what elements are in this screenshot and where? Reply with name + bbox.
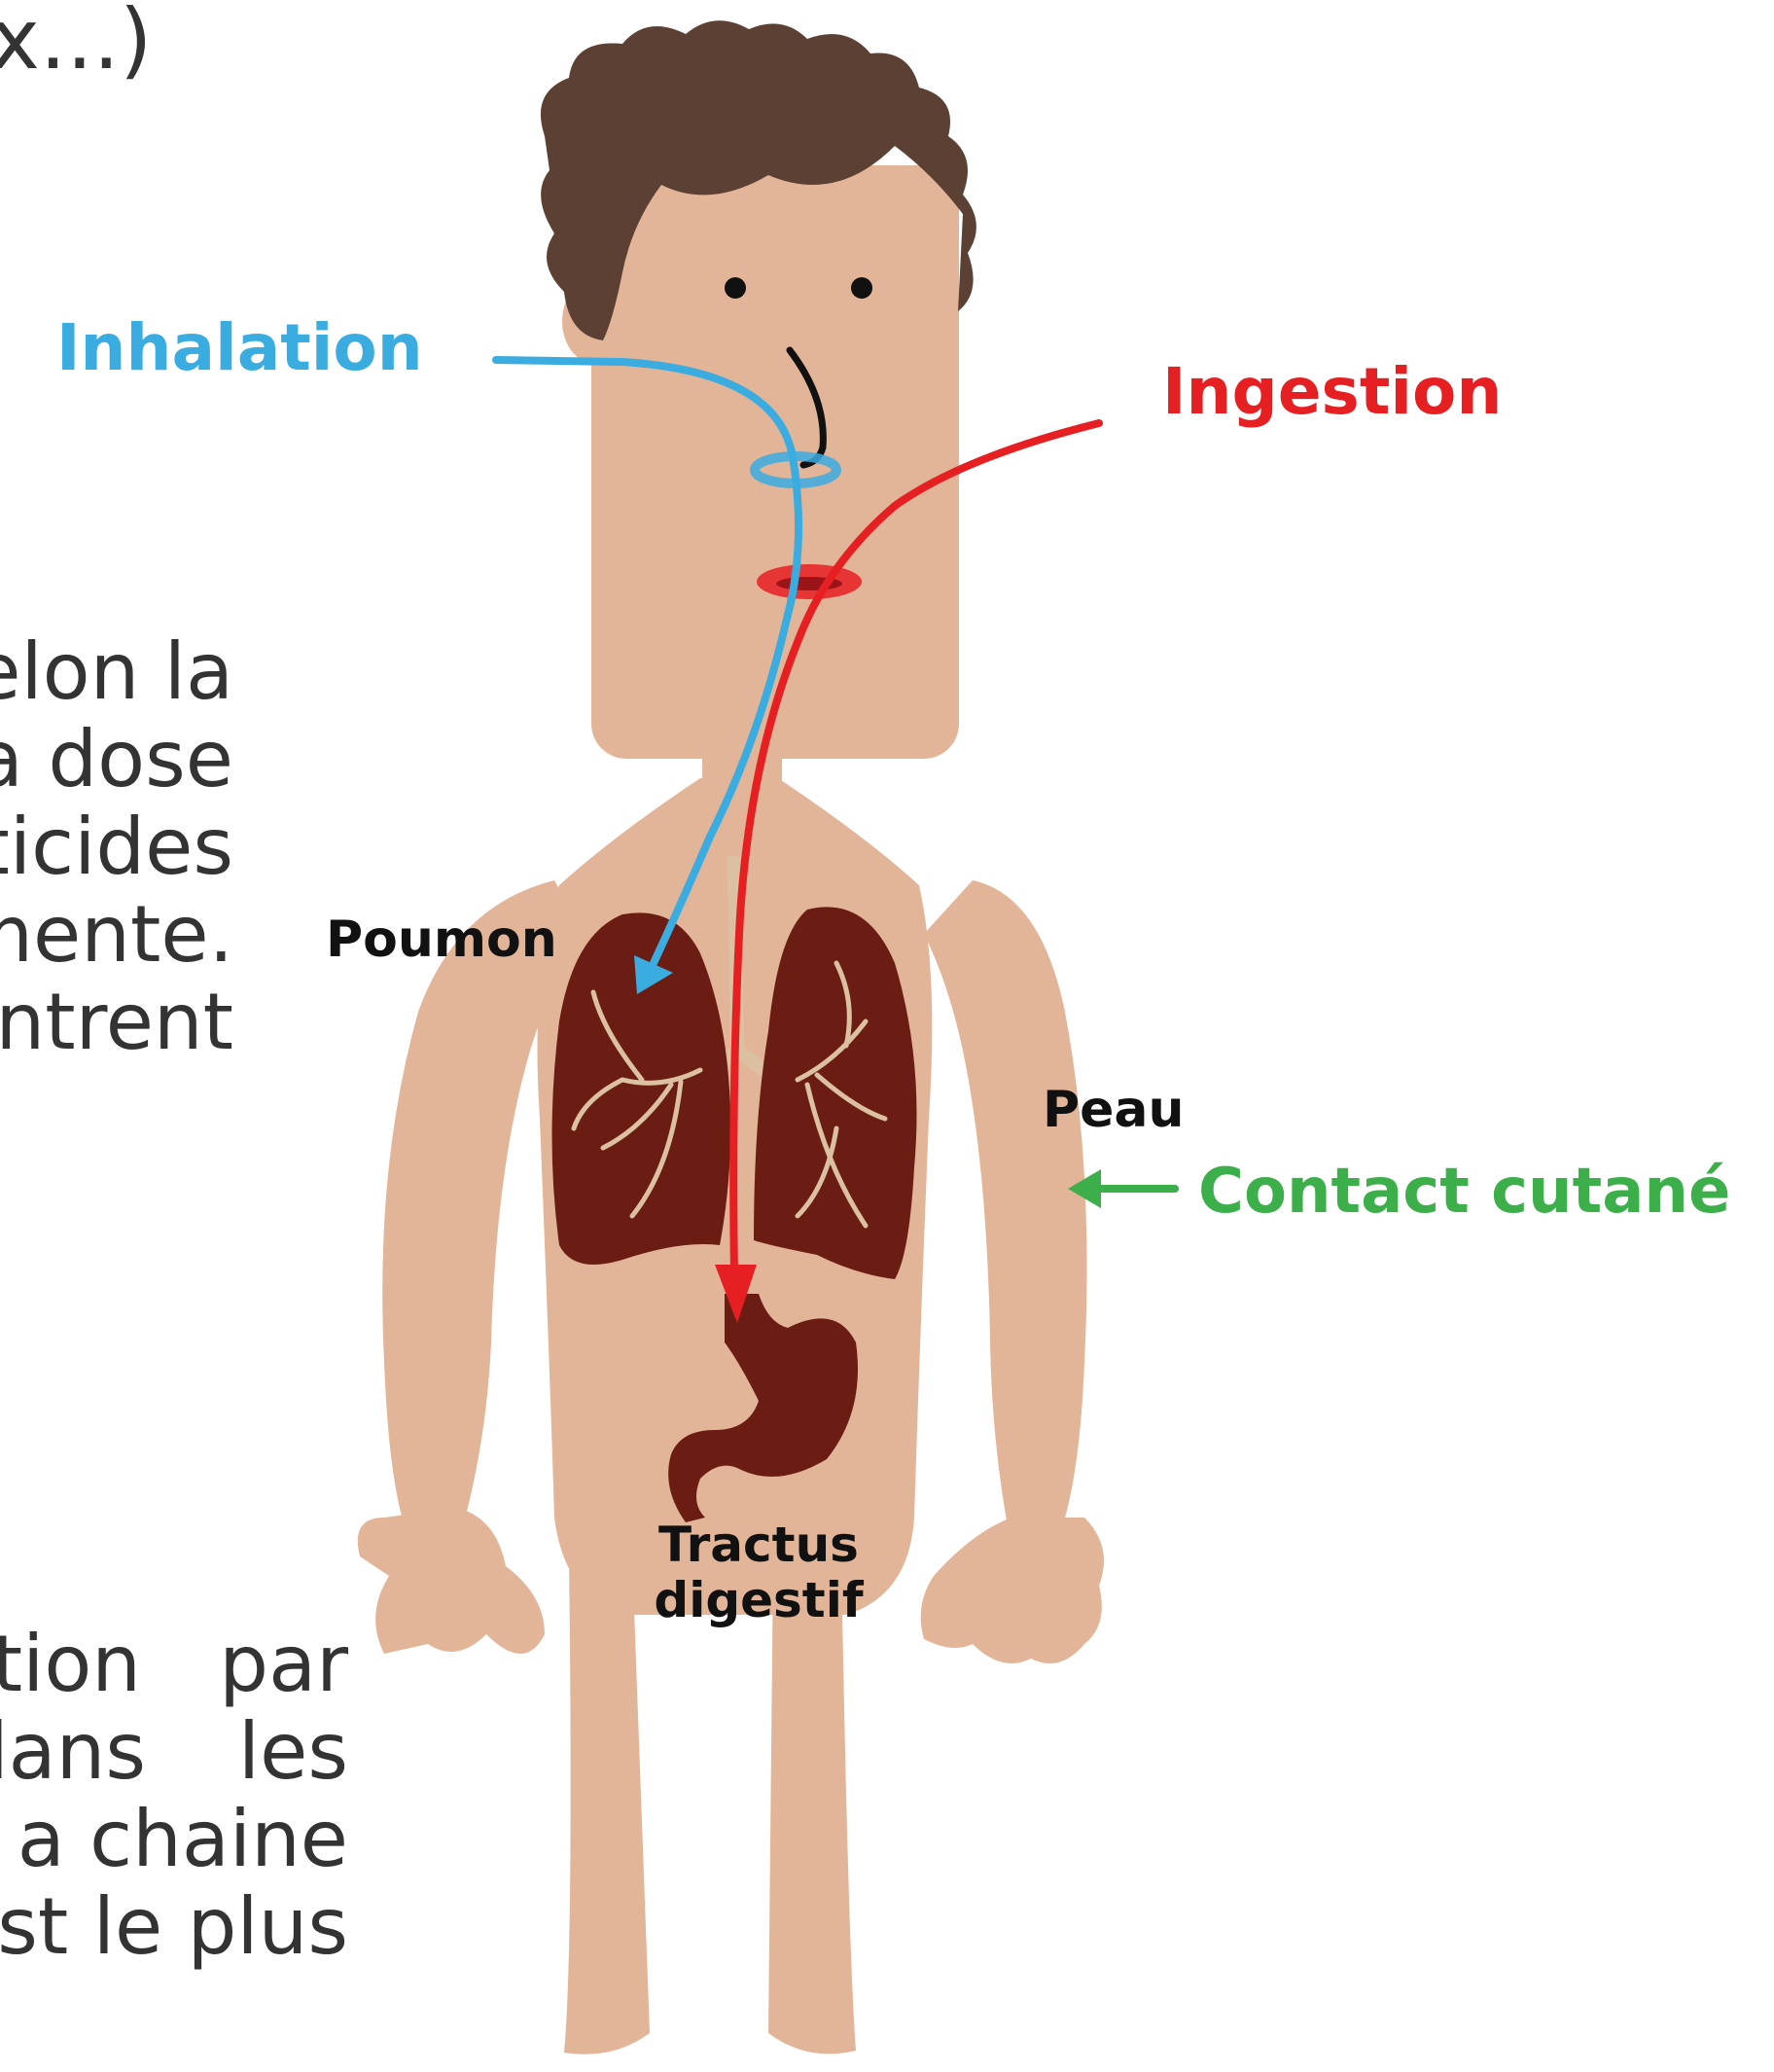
para2-line-4: est le plus bbox=[0, 1881, 348, 1972]
left-leg bbox=[564, 1556, 650, 2054]
ingestion-label: Ingestion bbox=[1162, 354, 1502, 429]
para1-line-3: sticides bbox=[0, 802, 233, 892]
cropped-text-left: x...) elon la a dose sticides mente. ent… bbox=[0, 0, 348, 1972]
human-figure bbox=[358, 20, 1104, 2054]
inhalation-label: Inhalation bbox=[56, 310, 423, 385]
para1-line-4: mente. bbox=[0, 889, 233, 980]
skin-label: Peau bbox=[1043, 1081, 1185, 1139]
para2-line-1a: tion bbox=[0, 1619, 141, 1709]
contact-label: Contact cutané bbox=[1198, 1156, 1730, 1228]
left-hand bbox=[358, 1508, 545, 1654]
para2-line-2b: les bbox=[238, 1706, 348, 1797]
right-eye bbox=[851, 277, 872, 299]
right-hand bbox=[921, 1518, 1104, 1663]
lung-label: Poumon bbox=[326, 911, 557, 969]
para2-line-3: a chaine bbox=[18, 1794, 348, 1884]
para1-line-5: entrent bbox=[0, 977, 233, 1067]
right-leg bbox=[768, 1556, 856, 2054]
right-arm bbox=[924, 880, 1087, 1547]
text-top-fragment: x...) bbox=[0, 0, 152, 89]
digestive-label-line1: Tractus bbox=[658, 1517, 859, 1573]
para1-line-2: a dose bbox=[0, 714, 233, 804]
para2-line-1b: par bbox=[219, 1619, 348, 1709]
para2-line-2a: dans bbox=[0, 1706, 146, 1797]
left-eye bbox=[725, 277, 746, 299]
para1-line-1: elon la bbox=[0, 626, 233, 717]
digestive-label-line2: digestif bbox=[654, 1572, 864, 1628]
